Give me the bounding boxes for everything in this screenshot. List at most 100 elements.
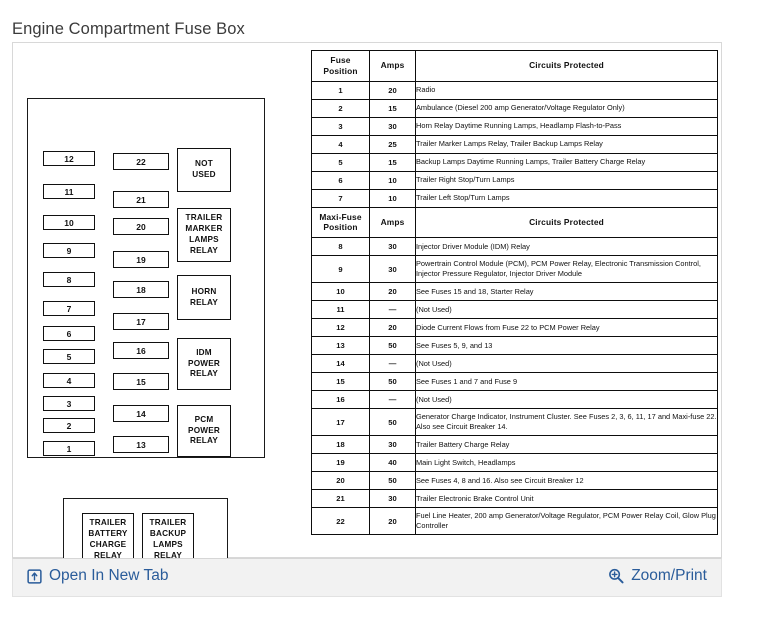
cell-amps: 50 [369, 372, 416, 391]
cell-amps: 20 [369, 318, 416, 337]
cell-position: 7 [311, 188, 370, 208]
cell-amps: 25 [369, 134, 416, 154]
cell-amps: — [369, 390, 416, 409]
cell-amps: 30 [369, 237, 416, 256]
cell-position: 4 [311, 134, 370, 154]
cell-circuits-protected: See Fuses 4, 8 and 16. Also see Circuit … [415, 471, 718, 490]
fuse-slot-22: 22 [113, 153, 169, 170]
table-row: 16—(Not Used) [311, 390, 718, 409]
relay-label-line: IDM [196, 347, 212, 357]
cell-position: 1 [311, 80, 370, 100]
cell-amps: 15 [369, 98, 416, 118]
relay-label-line: TRAILER [89, 518, 127, 528]
table-header-row: Fuse Position Amps Circuits Protected [311, 50, 718, 82]
fuse-slot-18: 18 [113, 281, 169, 298]
external-link-icon [27, 568, 42, 584]
cell-amps: 10 [369, 170, 416, 190]
page-title: Engine Compartment Fuse Box [12, 20, 245, 38]
cell-amps: 50 [369, 336, 416, 355]
fuse-slot-1: 1 [43, 441, 95, 456]
cell-circuits-protected: See Fuses 15 and 18, Starter Relay [415, 282, 718, 301]
header-maxi-position-line2: Position [323, 222, 358, 233]
relay-label-line: PCM [194, 414, 214, 424]
cell-amps: 30 [369, 489, 416, 508]
relay-label-line: RELAY [190, 369, 218, 379]
fuse-slot-19: 19 [113, 251, 169, 268]
cell-circuits-protected: (Not Used) [415, 390, 718, 409]
cell-circuits-protected: Fuel Line Heater, 200 amp Generator/Volt… [415, 507, 718, 535]
relay-label-line: RELAY [190, 245, 218, 255]
cell-position: 11 [311, 300, 370, 319]
cell-position: 5 [311, 152, 370, 172]
cell-circuits-protected: Trailer Electronic Brake Control Unit [415, 489, 718, 508]
header-maxi-circuits: Circuits Protected [415, 206, 718, 238]
relay-label-line: CHARGE [89, 540, 127, 549]
fuse-slot-4: 4 [43, 373, 95, 388]
zoom-print-button[interactable]: Zoom/Print [608, 567, 707, 585]
cell-amps: — [369, 354, 416, 373]
fuse-slot-13: 13 [113, 436, 169, 453]
cell-circuits-protected: Trailer Right Stop/Turn Lamps [415, 170, 718, 190]
maxi-header-row: Maxi-Fuse Position Amps Circuits Protect… [311, 206, 718, 238]
fuse-slot-14: 14 [113, 405, 169, 422]
cell-circuits-protected: Diode Current Flows from Fuse 22 to PCM … [415, 318, 718, 337]
fuse-slot-5: 5 [43, 349, 95, 364]
cell-amps: 50 [369, 408, 416, 436]
fuse-slot-10: 10 [43, 215, 95, 230]
open-in-new-tab-label: Open In New Tab [49, 567, 169, 584]
cell-circuits-protected: Trailer Battery Charge Relay [415, 435, 718, 454]
cell-position: 22 [311, 507, 370, 535]
cell-amps: 20 [369, 282, 416, 301]
cell-amps: 30 [369, 435, 416, 454]
magnifier-plus-icon [608, 568, 624, 584]
cell-position: 10 [311, 282, 370, 301]
cell-amps: 20 [369, 80, 416, 100]
cell-circuits-protected: Trailer Marker Lamps Relay, Trailer Back… [415, 134, 718, 154]
fuse-slot-12: 12 [43, 151, 95, 166]
cell-circuits-protected: Backup Lamps Daytime Running Lamps, Trai… [415, 152, 718, 172]
open-in-new-tab-button[interactable]: Open In New Tab [27, 567, 168, 585]
cell-amps: 15 [369, 152, 416, 172]
header-circuits-protected: Circuits Protected [415, 50, 718, 82]
fuse-slot-16: 16 [113, 342, 169, 359]
relay-label-line: HORN [191, 286, 217, 296]
cell-circuits-protected: Generator Charge Indicator, Instrument C… [415, 408, 718, 436]
fuse-slot-15: 15 [113, 373, 169, 390]
relay-label-line: USED [192, 170, 216, 179]
cell-position: 9 [311, 255, 370, 283]
cell-position: 3 [311, 116, 370, 136]
fuse-slot-20: 20 [113, 218, 169, 235]
cell-position: 14 [311, 354, 370, 373]
relay-label-line: MARKER [185, 224, 223, 234]
fuse-slot-6: 6 [43, 326, 95, 341]
cell-circuits-protected: Injector Driver Module (IDM) Relay [415, 237, 718, 256]
header-fuse-position: Fuse Position [311, 50, 370, 82]
cell-position: 20 [311, 471, 370, 490]
cell-position: 16 [311, 390, 370, 409]
cell-circuits-protected: See Fuses 1 and 7 and Fuse 9 [415, 372, 718, 391]
cell-position: 21 [311, 489, 370, 508]
fuse-slot-21: 21 [113, 191, 169, 208]
cell-position: 17 [311, 408, 370, 436]
cell-circuits-protected: Ambulance (Diesel 200 amp Generator/Volt… [415, 98, 718, 118]
cell-circuits-protected: (Not Used) [415, 300, 718, 319]
relay-label-line: TRAILER [185, 213, 223, 223]
relay-label-line: NOT [195, 159, 213, 169]
